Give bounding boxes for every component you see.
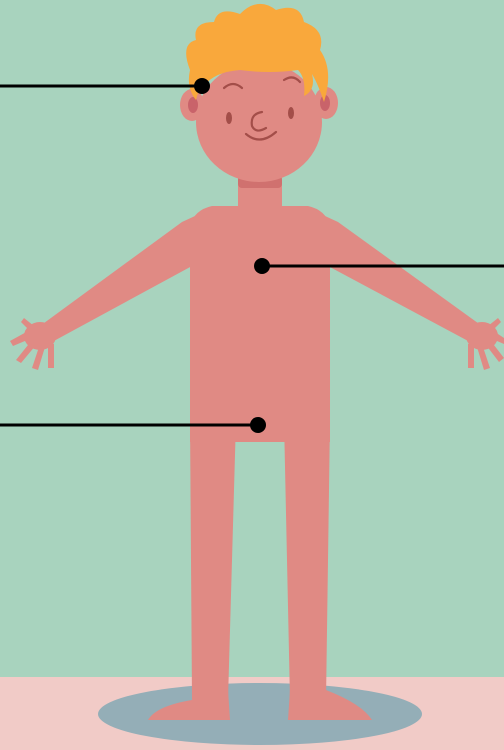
right-leg [284, 420, 330, 700]
right-arm [312, 210, 482, 342]
torso [190, 206, 330, 442]
left-hand [10, 318, 56, 370]
marker-head [0, 78, 210, 94]
head [196, 62, 322, 182]
leg-gap [236, 442, 284, 452]
left-arm [40, 210, 208, 342]
right-hand [466, 318, 504, 370]
left-leg [190, 420, 236, 700]
floor-shadow [98, 683, 422, 745]
